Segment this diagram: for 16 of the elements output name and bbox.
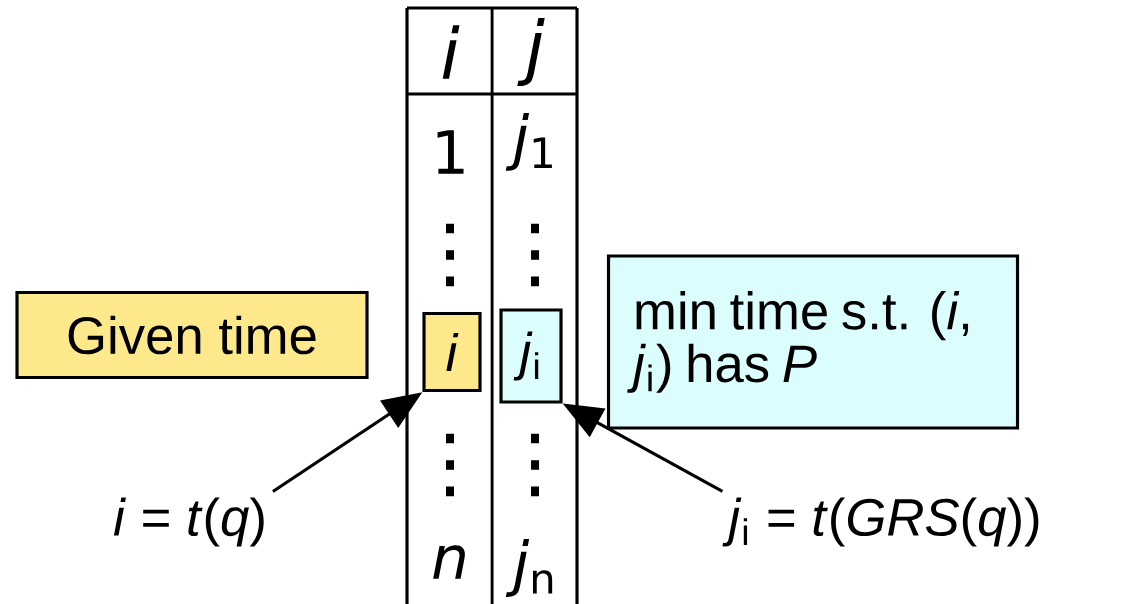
table-cell-text: ⋮ (531, 223, 539, 287)
table-cell-text: ⋮ (446, 223, 454, 287)
table-cell-text: 1 (437, 130, 464, 174)
formula-text: i = t(q) (113, 497, 264, 547)
label-box: Given time (15, 290, 369, 380)
table-cell-text: j$_{n}$ (505, 539, 553, 597)
note-box: min time s.t. (i, j$_{i}$) has P (606, 254, 1020, 430)
table-cell-text: j (517, 17, 545, 86)
table-cell-text: i (442, 25, 460, 79)
table-cell-text: ⋮ (531, 433, 539, 497)
table-cell-text: ⋮ (446, 433, 454, 497)
cell-box: i (422, 311, 482, 393)
cell-box: j$_{i}$ (499, 308, 563, 404)
formula-text: j$_{i}$ = t(GRS(q)) (722, 497, 1039, 547)
table-cell-text: j$_{1}$ (505, 113, 552, 171)
table-cell-text: n (433, 545, 465, 579)
